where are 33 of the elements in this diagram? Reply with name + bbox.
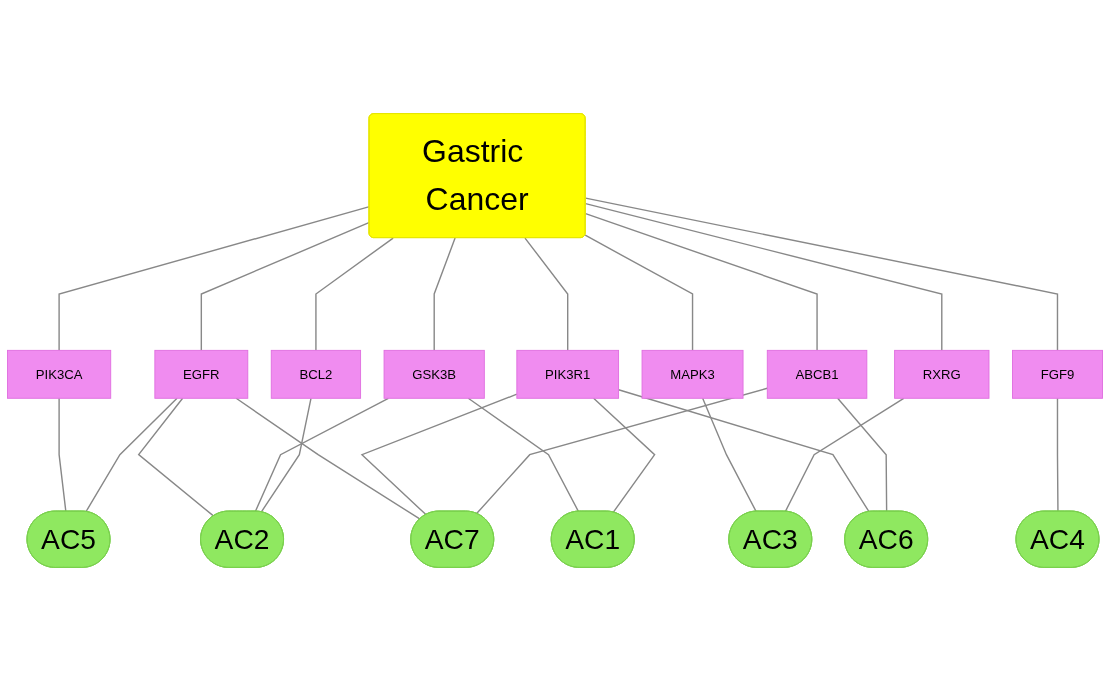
connector xyxy=(1056,397,1059,513)
connector xyxy=(617,389,870,513)
node-box: PIK3R1 xyxy=(516,349,620,399)
connector xyxy=(433,237,456,352)
node-box: PIK3CA xyxy=(7,349,112,399)
connector xyxy=(524,237,569,352)
connector xyxy=(58,397,67,513)
connector xyxy=(137,397,215,517)
connector xyxy=(475,387,768,515)
connector xyxy=(584,197,1059,352)
node-box: FGF9 xyxy=(1012,349,1103,399)
node-box: EGFR xyxy=(154,349,249,399)
connector xyxy=(58,205,371,352)
connector xyxy=(260,397,312,513)
node-box: BCL2 xyxy=(270,349,362,399)
connector xyxy=(584,234,694,352)
connector xyxy=(584,213,818,352)
connector xyxy=(836,397,888,513)
connector xyxy=(200,221,371,352)
node-box: RXRG xyxy=(894,349,990,399)
connector xyxy=(784,397,905,513)
connector xyxy=(584,202,943,352)
connector xyxy=(85,397,178,513)
node-box: GSK3B xyxy=(383,349,485,399)
connector xyxy=(592,397,656,514)
node-box: ABCB1 xyxy=(766,349,868,399)
connector xyxy=(315,237,394,352)
connector xyxy=(254,397,390,513)
node-box: MAPK3 xyxy=(641,349,744,399)
connector xyxy=(360,393,518,516)
connector xyxy=(701,397,757,513)
connector xyxy=(235,397,421,520)
connector xyxy=(467,397,580,513)
